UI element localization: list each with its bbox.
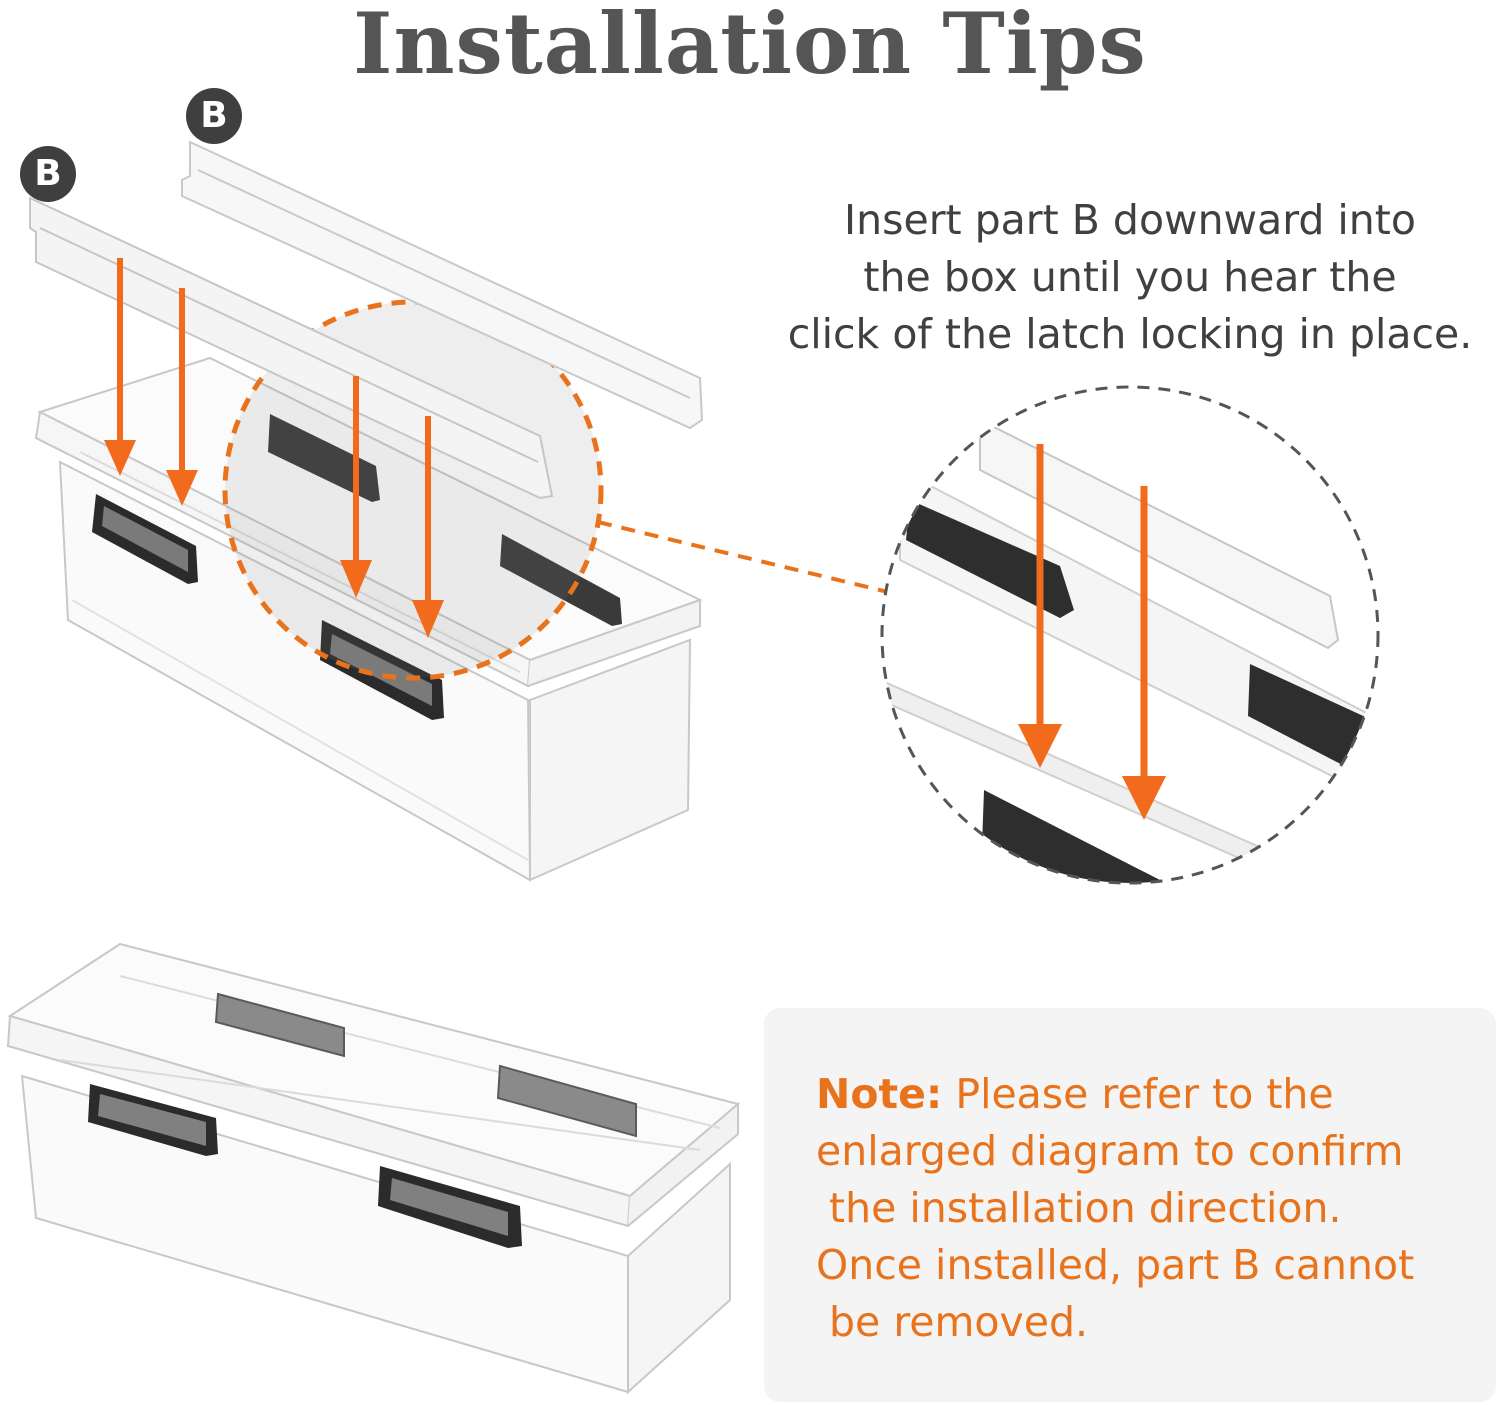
connector-line xyxy=(597,520,889,594)
zoom-detail xyxy=(880,385,1380,885)
note-line: the installation direction. xyxy=(816,1184,1342,1232)
instruction-text: Insert part B downward into the box unti… xyxy=(760,192,1500,363)
instruction-line: Insert part B downward into xyxy=(844,196,1416,244)
note-line: enlarged diagram to confirm xyxy=(816,1127,1404,1175)
latch-handle-icon xyxy=(92,414,622,720)
bottom-box xyxy=(6,942,741,1395)
latch-handle-icon xyxy=(88,992,637,1248)
note-line: Note: Please refer to the xyxy=(816,1066,1496,1123)
instruction-line: click of the latch locking in place. xyxy=(787,310,1473,358)
down-arrow-icon xyxy=(1018,444,1166,820)
part-b-badge-front: B xyxy=(20,146,76,202)
note-line-first: Please refer to the xyxy=(955,1070,1334,1118)
page-title: Installation Tips xyxy=(353,0,1147,93)
down-arrow-icon xyxy=(104,258,444,638)
note-label: Note: xyxy=(816,1070,943,1118)
part-b-rail-back xyxy=(181,140,704,430)
instruction-line: the box until you hear the xyxy=(863,253,1397,301)
magnifier-circle-icon xyxy=(222,299,604,681)
note-line: Once installed, part B cannot xyxy=(816,1241,1415,1289)
note-line: be removed. xyxy=(816,1298,1089,1346)
note-text: Note: Please refer to the enlarged diagr… xyxy=(816,1066,1496,1351)
part-b-badge-back: B xyxy=(186,88,242,144)
note-box xyxy=(764,1008,1496,1402)
